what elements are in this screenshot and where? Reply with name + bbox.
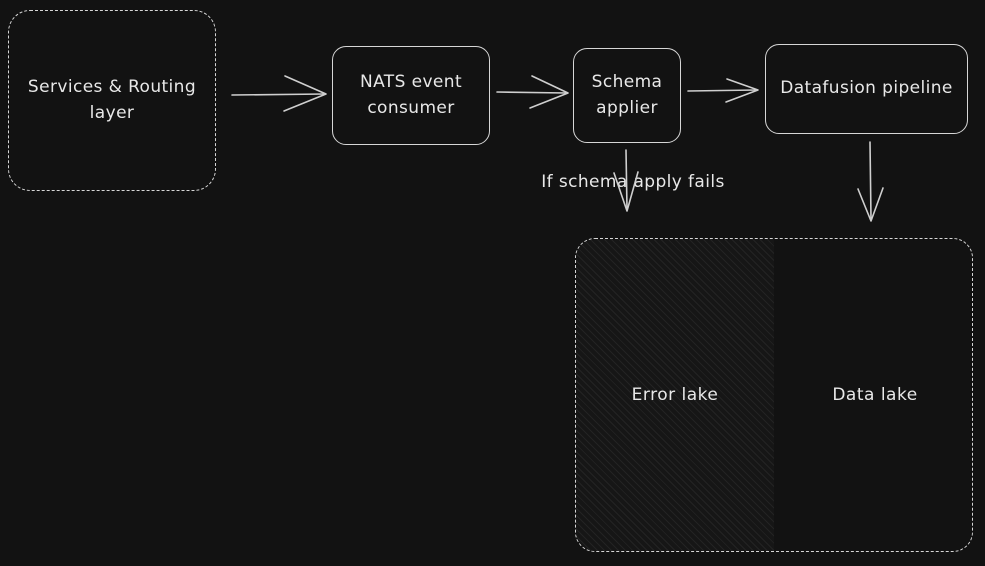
node-nats-event-consumer[interactable]: NATS event consumer xyxy=(332,46,490,145)
node-schema-applier[interactable]: Schema applier xyxy=(573,48,681,143)
arrow-services-to-nats xyxy=(231,75,327,112)
node-nats-event-consumer-label: NATS event consumer xyxy=(359,72,463,118)
node-services-routing-layer[interactable]: Services & Routing layer xyxy=(8,10,216,191)
arrow-schema-to-datafusion xyxy=(687,78,759,103)
error-lake-hatch-fill xyxy=(576,239,774,551)
node-schema-applier-label: Schema applier xyxy=(591,72,663,118)
node-services-routing-layer-label: Services & Routing layer xyxy=(27,77,197,123)
arrow-datafusion-to-data-lake xyxy=(857,141,884,222)
arrow-nats-to-schema xyxy=(496,75,569,109)
node-datafusion-pipeline[interactable]: Datafusion pipeline xyxy=(765,44,968,134)
arrow-schema-to-error-lake xyxy=(613,149,639,212)
node-datafusion-pipeline-label: Datafusion pipeline xyxy=(780,78,953,99)
edge-label-if-schema-apply-fails: If schema apply fails xyxy=(541,172,725,192)
node-lake-container[interactable] xyxy=(575,238,973,552)
